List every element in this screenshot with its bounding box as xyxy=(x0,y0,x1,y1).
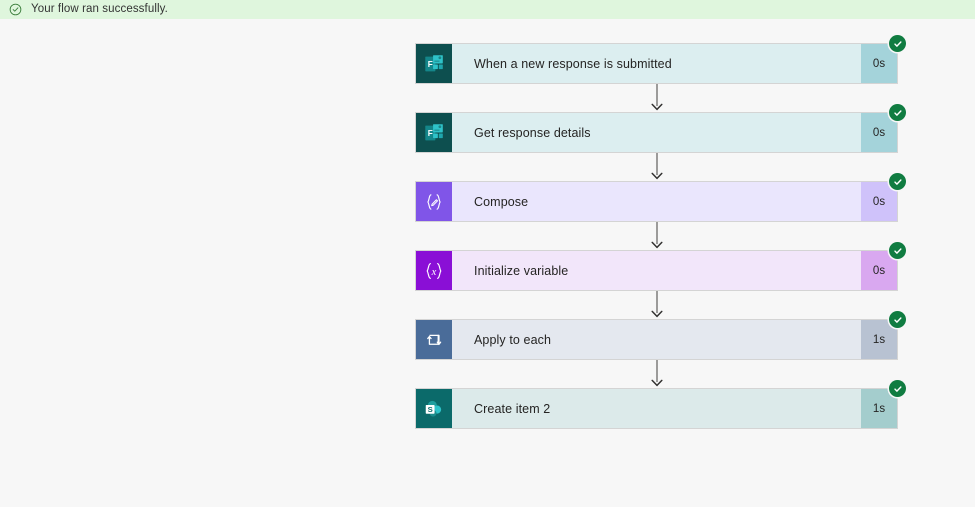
flow-node-initialize-variable[interactable]: x Initialize variable 0s xyxy=(415,242,906,291)
flow-connector xyxy=(415,222,898,250)
status-badge xyxy=(889,35,906,52)
flow-node-duration: 0s xyxy=(861,44,897,83)
status-badge xyxy=(889,380,906,397)
status-badge xyxy=(889,311,906,328)
initialize-variable-icon: x xyxy=(416,251,452,290)
flow-run-diagram: F When a new response is submitted 0s xyxy=(415,35,906,429)
flow-node-when-a-new-response-is-submitted[interactable]: F When a new response is submitted 0s xyxy=(415,35,906,84)
flow-connector xyxy=(415,360,898,388)
svg-text:F: F xyxy=(428,129,433,138)
flow-node-get-response-details[interactable]: F Get response details 0s xyxy=(415,104,906,153)
flow-node-duration: 0s xyxy=(861,182,897,221)
svg-text:F: F xyxy=(428,60,433,69)
check-circle-icon xyxy=(9,3,22,16)
flow-connector xyxy=(415,291,898,319)
compose-icon xyxy=(416,182,452,221)
success-banner-text: Your flow ran successfully. xyxy=(31,3,168,15)
flow-node-title: Initialize variable xyxy=(452,251,861,290)
svg-text:S: S xyxy=(428,404,433,413)
flow-connector xyxy=(415,153,898,181)
status-badge xyxy=(889,173,906,190)
status-badge xyxy=(889,242,906,259)
flow-node-compose[interactable]: Compose 0s xyxy=(415,173,906,222)
flow-node-title: Compose xyxy=(452,182,861,221)
status-badge xyxy=(889,104,906,121)
flow-node-duration: 1s xyxy=(861,389,897,428)
flow-node-title: Get response details xyxy=(452,113,861,152)
flow-node-apply-to-each[interactable]: Apply to each 1s xyxy=(415,311,906,360)
flow-node-title: When a new response is submitted xyxy=(452,44,861,83)
success-banner: Your flow ran successfully. xyxy=(0,0,975,19)
flow-connector xyxy=(415,84,898,112)
microsoft-forms-icon: F xyxy=(416,44,452,83)
flow-node-create-item-2[interactable]: S Create item 2 1s xyxy=(415,380,906,429)
svg-text:x: x xyxy=(431,267,437,278)
flow-node-title: Apply to each xyxy=(452,320,861,359)
flow-node-title: Create item 2 xyxy=(452,389,861,428)
flow-node-duration: 1s xyxy=(861,320,897,359)
microsoft-forms-icon: F xyxy=(416,113,452,152)
flow-node-duration: 0s xyxy=(861,251,897,290)
apply-to-each-icon xyxy=(416,320,452,359)
flow-node-duration: 0s xyxy=(861,113,897,152)
sharepoint-icon: S xyxy=(416,389,452,428)
